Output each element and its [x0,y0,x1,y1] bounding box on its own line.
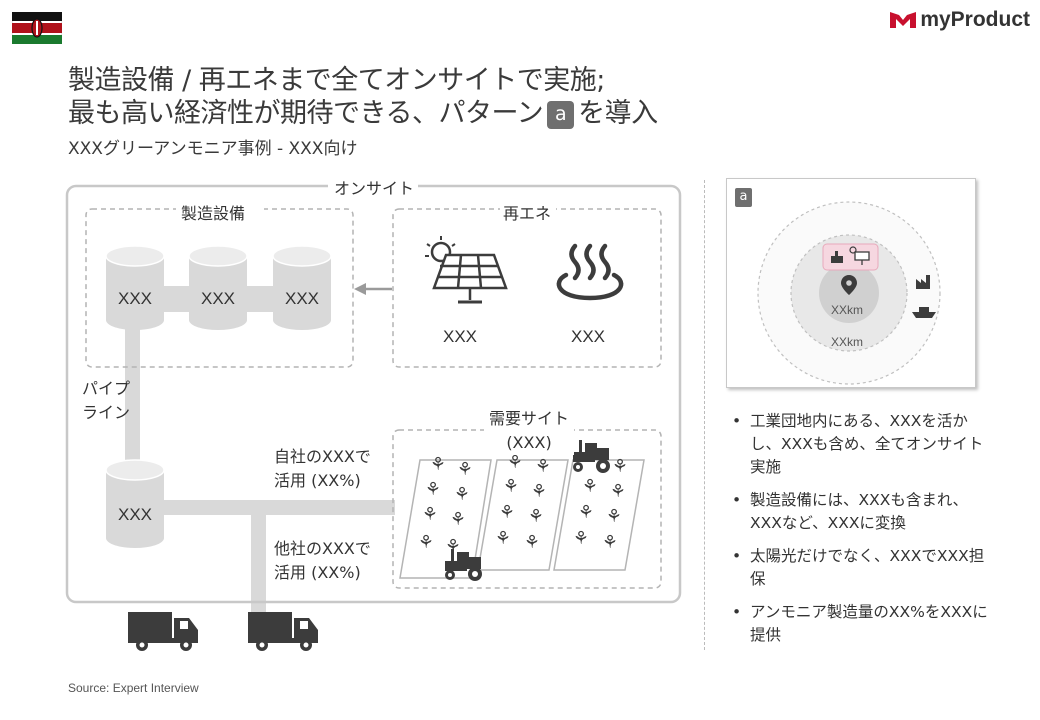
demand-label-line-2: (XXX) [506,433,552,452]
svg-text:⚘: ⚘ [535,456,551,477]
demand-site-label: 需要サイト (XXX) [484,407,574,455]
tractor-icon-2 [445,549,482,581]
other-use-line-1: 他社のXXXで [274,539,371,558]
solar-label: XXX [443,327,478,346]
cylinder-1-label: XXX [118,289,152,308]
renewable-label: 再エネ [503,204,552,223]
svg-text:⚘: ⚘ [602,532,618,553]
own-use-label: 自社のXXXで 活用 (XX%) [274,445,371,493]
key-point: 製造設備には、XXXも含まれ、XXXなど、XXXに変換 [732,489,992,535]
own-use-line-2: 活用 (XX%) [274,471,361,490]
svg-text:⚘: ⚘ [507,452,523,473]
svg-text:⚘: ⚘ [499,502,515,523]
section-divider [704,180,705,650]
logo-text: myProduct [920,8,1030,31]
storage-cylinder-label: XXX [118,505,152,524]
key-point: 工業団地内にある、XXXを活かし、XXXも含め、全てオンサイト実施 [732,410,992,479]
svg-text:⚘: ⚘ [445,536,461,557]
svg-text:⚘: ⚘ [503,476,519,497]
onsite-label: オンサイト [334,179,415,198]
pattern-map-panel: a XXkm XXkm [726,178,976,388]
svg-text:⚘: ⚘ [422,504,438,525]
svg-text:⚘: ⚘ [582,476,598,497]
svg-text:⚘: ⚘ [578,502,594,523]
onsite-diagram: ⚘ ⚘ ⚘ ⚘ ⚘ ⚘ ⚘ ⚘ ⚘ ⚘ ⚘ ⚘ ⚘ ⚘ ⚘ ⚘ ⚘ ⚘ ⚘ ⚘ ⚘ ⚘ ⚘ [65,184,682,651]
svg-text:⚘: ⚘ [454,484,470,505]
svg-text:⚘: ⚘ [524,532,540,553]
key-point: 太陽光だけでなく、XXXでXXX担保 [732,545,992,591]
pattern-badge: a [547,101,575,129]
supply-arrow-icon [354,283,392,295]
title-line-2-post: を導入 [578,98,658,129]
svg-text:⚘: ⚘ [430,454,446,475]
cylinder-2-label: XXX [201,289,235,308]
key-point: アンモニア製造量のXX%をXXXに提供 [732,601,992,647]
crop-fields: ⚘ ⚘ ⚘ ⚘ ⚘ ⚘ ⚘ ⚘ ⚘ ⚘ ⚘ ⚘ ⚘ ⚘ ⚘ ⚘ ⚘ ⚘ ⚘ ⚘ ⚘ ⚘ ⚘ [399,452,645,579]
location-pin-icon [841,275,857,295]
logo-mark-icon [890,12,917,28]
title-line-1: 製造設備 / 再エネまで全てオンサイトで実施; [68,65,605,96]
cylinder-3 [272,245,332,330]
truck-icon-2 [248,612,318,651]
tractor-icon [573,440,610,473]
svg-text:⚘: ⚘ [606,506,622,527]
key-points-list: 工業団地内にある、XXXを活かし、XXXも含め、全てオンサイト実施 製造設備には… [732,410,992,657]
kenya-flag-icon [11,11,63,48]
ship-icon [912,307,936,318]
svg-text:⚘: ⚘ [425,479,441,500]
other-use-line-2: 活用 (XX%) [274,563,361,582]
page-title: 製造設備 / 再エネまで全てオンサイトで実施; 最も高い経済性が期待できる、パタ… [68,64,658,130]
inner-radius-label: XXkm [831,303,864,317]
factory-icon [916,275,930,289]
svg-text:⚘: ⚘ [457,459,473,480]
source-note: Source: Expert Interview [68,681,199,695]
outer-radius-label: XXkm [831,335,864,349]
pipeline-label-line-2: ライン [82,403,131,422]
svg-text:⚘: ⚘ [528,506,544,527]
pipeline-label: パイプ ライン [82,377,130,425]
demand-label-line-1: 需要サイト [488,409,569,428]
title-line-2-pre: 最も高い経済性が期待できる、パターン [68,98,544,129]
own-use-line-1: 自社のXXXで [274,447,371,466]
svg-text:⚘: ⚘ [612,456,628,477]
svg-text:⚘: ⚘ [531,481,547,502]
other-use-label: 他社のXXXで 活用 (XX%) [274,537,371,585]
cylinder-3-label: XXX [285,289,319,308]
svg-text:⚘: ⚘ [418,532,434,553]
truck-icon [128,612,198,651]
svg-text:⚘: ⚘ [573,528,589,549]
radius-map [757,201,941,385]
storage-cylinder [105,459,165,548]
cylinder-1 [105,245,165,330]
svg-text:⚘: ⚘ [610,481,626,502]
pipeline-label-line-1: パイプ [82,379,131,398]
solar-panel-icon [425,236,508,304]
svg-text:⚘: ⚘ [495,528,511,549]
brand-logo: myProduct [890,8,1030,32]
manufacturing-label: 製造設備 [181,204,246,223]
hot-spring-icon [556,243,624,301]
svg-text:⚘: ⚘ [450,509,466,530]
cylinder-2 [188,245,248,330]
inset-badge: a [735,188,752,207]
hot-spring-label: XXX [571,327,606,346]
page-subtitle: XXXグリーアンモニア事例 - XXX向け [68,139,358,159]
